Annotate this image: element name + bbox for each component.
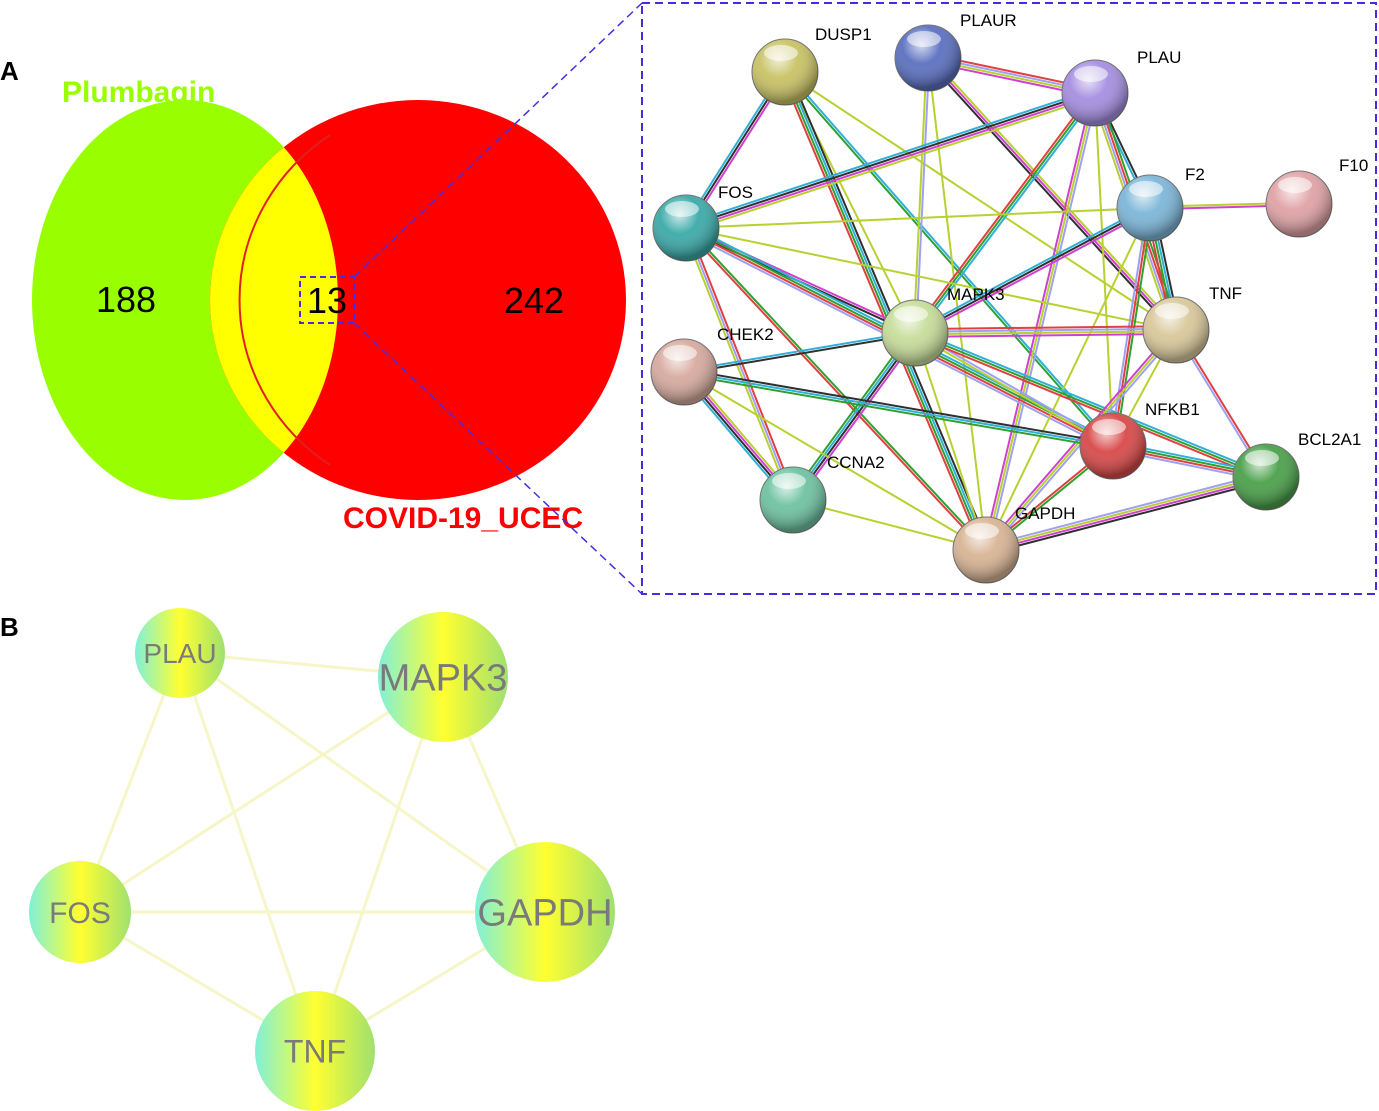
- hub-node-label: PLAU: [143, 638, 216, 669]
- ppi-node-plaur[interactable]: PLAUR: [894, 11, 1017, 92]
- ppi-edge-plau-fos: [683, 88, 1098, 233]
- venn-overlap-outline: [238, 134, 331, 466]
- hub-node-label: GAPDH: [477, 893, 612, 935]
- ppi-network-frame: [641, 2, 1377, 595]
- ppi-node-dusp1[interactable]: DUSP1: [751, 25, 872, 106]
- ppi-node-label: F2: [1185, 165, 1205, 184]
- hub-node-label: TNF: [284, 1034, 346, 1070]
- ppi-node-label: MAPK3: [947, 285, 1005, 304]
- ppi-node-label: FOS: [718, 183, 753, 202]
- hub-edge-mapk3-fos: [79, 675, 444, 914]
- ppi-node-bcl2a1[interactable]: BCL2A1: [1232, 430, 1361, 511]
- venn-diagram: Plumbagin COVID-19_UCEC 188 242 13: [32, 2, 643, 595]
- panel-label-b: B: [0, 612, 19, 642]
- ppi-edge-dusp1-tnf: [784, 71, 1177, 331]
- ppi-edge-chek2-gapdh: [683, 371, 987, 551]
- ppi-edge-plau-nfkb1: [1094, 92, 1114, 447]
- ppi-edge-f2-mapk3: [912, 204, 1153, 337]
- ppi-edge-mapk3-chek2: [682, 330, 917, 375]
- ppi-node-label: GAPDH: [1015, 504, 1075, 523]
- ppi-node-label: PLAUR: [960, 11, 1017, 30]
- ppi-node-label: DUSP1: [815, 25, 872, 44]
- ppi-edge-fos-f2: [685, 207, 1151, 229]
- ppi-node-ccna2[interactable]: CCNA2: [759, 453, 885, 534]
- venn-title-plumbagin: Plumbagin: [62, 76, 215, 109]
- ppi-edge-f2-gapdh: [985, 207, 1151, 551]
- ppi-node-gapdh[interactable]: GAPDH: [952, 504, 1075, 584]
- venn-overlap: [210, 100, 338, 500]
- hub-edge-plau-gapdh: [179, 651, 546, 914]
- ppi-node-f10[interactable]: F10: [1265, 156, 1368, 238]
- hub-node-tnf[interactable]: TNF: [255, 991, 375, 1111]
- ppi-edge-gapdh-bcl2a1: [984, 472, 1268, 555]
- venn-count-left-only: 188: [96, 279, 156, 320]
- venn-title-covid-ucec: COVID-19_UCEC: [343, 502, 583, 535]
- hub-edge-mapk3-tnf: [313, 676, 445, 1052]
- hub-node-plau[interactable]: PLAU: [135, 608, 225, 698]
- hub-edge-plau-tnf: [178, 652, 317, 1052]
- ppi-edge-mapk3-gapdh: [914, 332, 987, 551]
- ppi-node-chek2[interactable]: CHEK2: [650, 325, 774, 406]
- ppi-node-label: PLAU: [1137, 48, 1181, 67]
- hub-node-mapk3[interactable]: MAPK3: [378, 612, 508, 742]
- venn-count-overlap: 13: [307, 280, 347, 321]
- ppi-edge-dusp1-gapdh: [780, 69, 991, 553]
- ppi-edge-fos-gapdh: [684, 226, 988, 552]
- hub-node-gapdh[interactable]: GAPDH: [475, 842, 615, 982]
- ppi-edge-chek2-nfkb1: [682, 368, 1115, 450]
- ppi-edge-mapk3-nfkb1: [913, 330, 1115, 449]
- venn-count-right-only: 242: [504, 280, 564, 321]
- ppi-edge-mapk3-tnf: [913, 325, 1178, 338]
- ppi-node-plau[interactable]: PLAU: [1061, 48, 1181, 127]
- ppi-edge-mapk3-bcl2a1: [913, 329, 1268, 481]
- ppi-edge-mapk3-ccna2: [788, 329, 920, 504]
- ppi-edge-plau-gapdh: [982, 91, 1099, 552]
- ppi-node-mapk3[interactable]: MAPK3: [881, 285, 1005, 367]
- hub-node-fos[interactable]: FOS: [29, 861, 131, 963]
- ppi-node-tnf[interactable]: TNF: [1142, 284, 1242, 364]
- ppi-edge-fos-tnf: [685, 227, 1177, 331]
- zoom-connector-bottom: [353, 322, 643, 595]
- hub-node-label: FOS: [49, 897, 111, 930]
- ppi-node-label: TNF: [1209, 284, 1242, 303]
- ppi-node-nfkb1[interactable]: NFKB1: [1079, 400, 1200, 480]
- ppi-edge-dusp1-nfkb1: [783, 70, 1115, 448]
- panel-label-a: A: [0, 56, 19, 86]
- ppi-node-label: F10: [1339, 156, 1368, 175]
- ppi-node-f2[interactable]: F2: [1116, 165, 1205, 242]
- ppi-node-label: NFKB1: [1145, 400, 1200, 419]
- zoom-connector-top: [353, 2, 643, 278]
- ppi-edge-plaur-mapk3: [912, 56, 931, 335]
- ppi-node-label: CHEK2: [717, 325, 774, 344]
- ppi-node-label: CCNA2: [827, 453, 885, 472]
- ppi-node-label: BCL2A1: [1298, 430, 1361, 449]
- ppi-node-fos[interactable]: FOS: [652, 183, 753, 262]
- hub-node-label: MAPK3: [379, 658, 508, 700]
